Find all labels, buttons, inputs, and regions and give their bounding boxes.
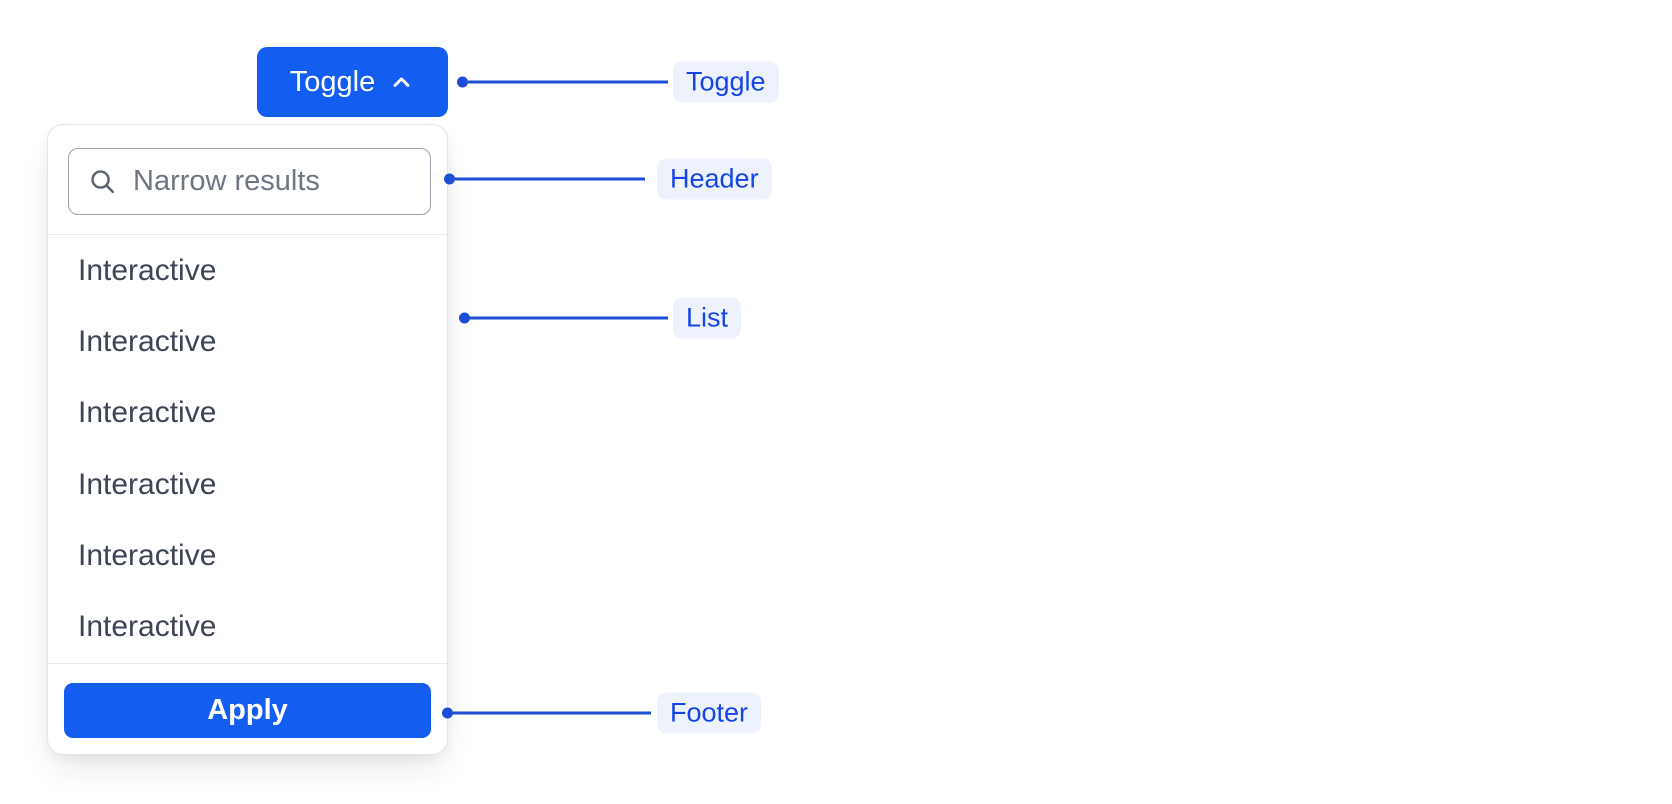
- toggle-button-label: Toggle: [289, 65, 376, 98]
- list-item-label: Interactive: [78, 324, 217, 358]
- callout-line: [453, 711, 651, 715]
- list-item[interactable]: Interactive: [48, 449, 447, 520]
- list-item[interactable]: Interactive: [48, 378, 447, 449]
- dropdown-list: Interactive Interactive Interactive Inte…: [48, 235, 447, 663]
- search-field[interactable]: [68, 148, 431, 215]
- dropdown-footer: Apply: [48, 663, 447, 754]
- callout-line: [468, 80, 668, 84]
- callout-footer: Footer: [442, 692, 762, 734]
- annotation-label-header: Header: [657, 158, 772, 200]
- list-item[interactable]: Interactive: [48, 592, 447, 663]
- annotation-label-list: List: [673, 297, 742, 339]
- annotation-label-footer: Footer: [657, 692, 762, 734]
- callout-dot: [457, 76, 468, 88]
- list-item-label: Interactive: [78, 538, 217, 572]
- apply-button-label: Apply: [207, 694, 288, 726]
- annotation-label-toggle: Toggle: [673, 61, 779, 103]
- callout-header: Header: [444, 158, 772, 200]
- callout-toggle: Toggle: [457, 61, 779, 103]
- search-icon: [87, 166, 118, 197]
- list-item-label: Interactive: [78, 396, 217, 430]
- list-item-label: Interactive: [78, 610, 217, 644]
- list-item[interactable]: Interactive: [48, 235, 447, 306]
- list-item-label: Interactive: [78, 467, 217, 501]
- callout-dot: [459, 312, 470, 324]
- toggle-button[interactable]: Toggle: [257, 47, 448, 117]
- search-input[interactable]: [133, 165, 414, 198]
- list-item-label: Interactive: [78, 253, 217, 287]
- chevron-up-icon: [388, 69, 415, 96]
- apply-button[interactable]: Apply: [64, 683, 431, 738]
- list-item[interactable]: Interactive: [48, 306, 447, 377]
- list-item[interactable]: Interactive: [48, 520, 447, 591]
- callout-list: List: [459, 297, 742, 339]
- dropdown-panel: Interactive Interactive Interactive Inte…: [47, 124, 448, 755]
- callout-line: [470, 316, 668, 320]
- callout-line: [455, 177, 645, 181]
- dropdown-header: [48, 125, 447, 235]
